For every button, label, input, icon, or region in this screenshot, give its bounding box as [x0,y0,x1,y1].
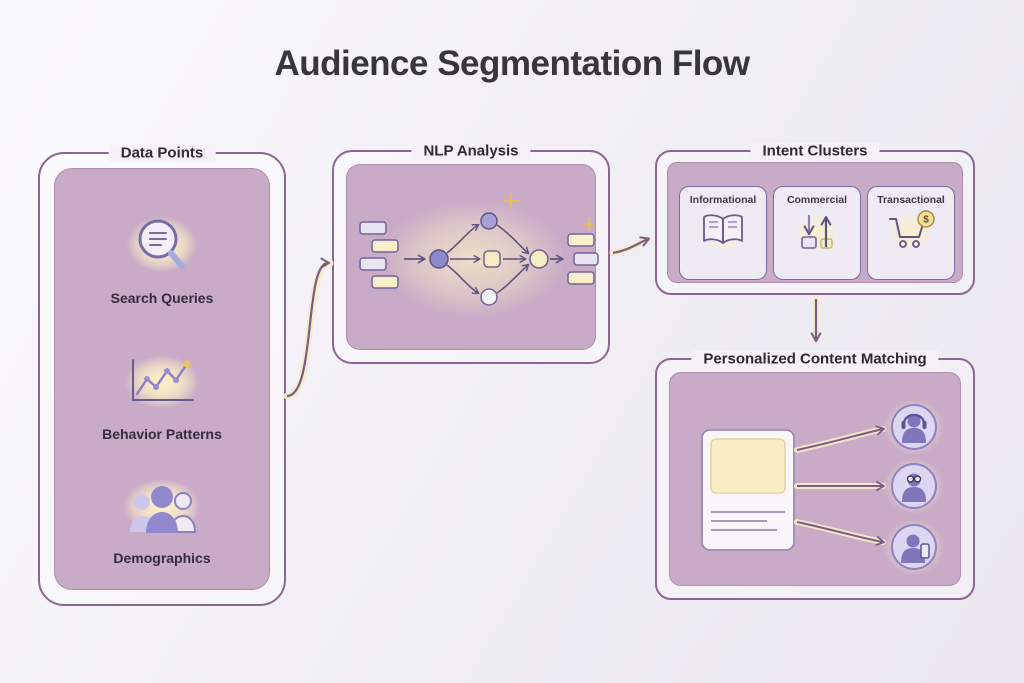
nlp-node-top [480,212,498,230]
line-chart-icon [111,346,213,418]
transactional-label: Transactional [877,194,945,206]
people-icon [109,470,215,542]
panel-data-points-label: Data Points [108,144,216,162]
demographics-label: Demographics [113,550,211,566]
panel-personalized-matching-label: Personalized Content Matching [691,350,939,368]
data-point-item-behavior-patterns: Behavior Patterns [40,346,284,442]
personalized-graphic [701,399,944,575]
open-book-icon [698,209,748,255]
panel-personalized-matching: Personalized Content Matching [655,350,975,600]
panel-intent-clusters-label: Intent Clusters [750,142,880,160]
transfer-arrows-icon [792,209,842,255]
nlp-input-tokens [359,221,399,289]
panel-data-points: Data Points Search Queries [38,144,286,606]
content-card-icon [701,429,795,551]
panel-nlp-analysis: NLP Analysis [332,142,610,364]
behavior-patterns-label: Behavior Patterns [102,426,222,442]
nlp-output-tokens [567,233,599,285]
panel-intent-clusters: Intent Clusters Informational Commercial [655,142,975,295]
cluster-card-commercial: Commercial [773,186,861,280]
avatar-glasses-icon [884,458,944,514]
avatar-phone-icon [884,519,944,575]
data-point-item-search-queries: Search Queries [40,208,284,306]
magnifier-icon [114,208,210,282]
connector-data-to-nlp [286,257,331,398]
dollar-sign: $ [923,215,929,226]
informational-label: Informational [689,194,757,206]
nlp-graph [359,193,599,317]
matching-arrows [796,425,885,546]
nlp-node-input [429,249,449,269]
diagram-title: Audience Segmentation Flow [274,44,750,83]
sparkle-icon [503,193,595,230]
avatar-headphones-icon [884,399,944,455]
commercial-label: Commercial [786,194,848,206]
search-queries-label: Search Queries [110,290,214,306]
nlp-node-mid [483,250,501,268]
cluster-card-informational: Informational [679,186,767,280]
connector-nlp-to-intent [612,236,651,255]
data-point-item-demographics: Demographics [40,470,284,566]
cluster-card-transactional: Transactional $ [867,186,955,280]
panel-nlp-analysis-label: NLP Analysis [411,142,531,160]
cart-icon: $ [885,209,937,255]
nlp-node-output [529,249,549,269]
nlp-node-bottom [480,288,498,306]
